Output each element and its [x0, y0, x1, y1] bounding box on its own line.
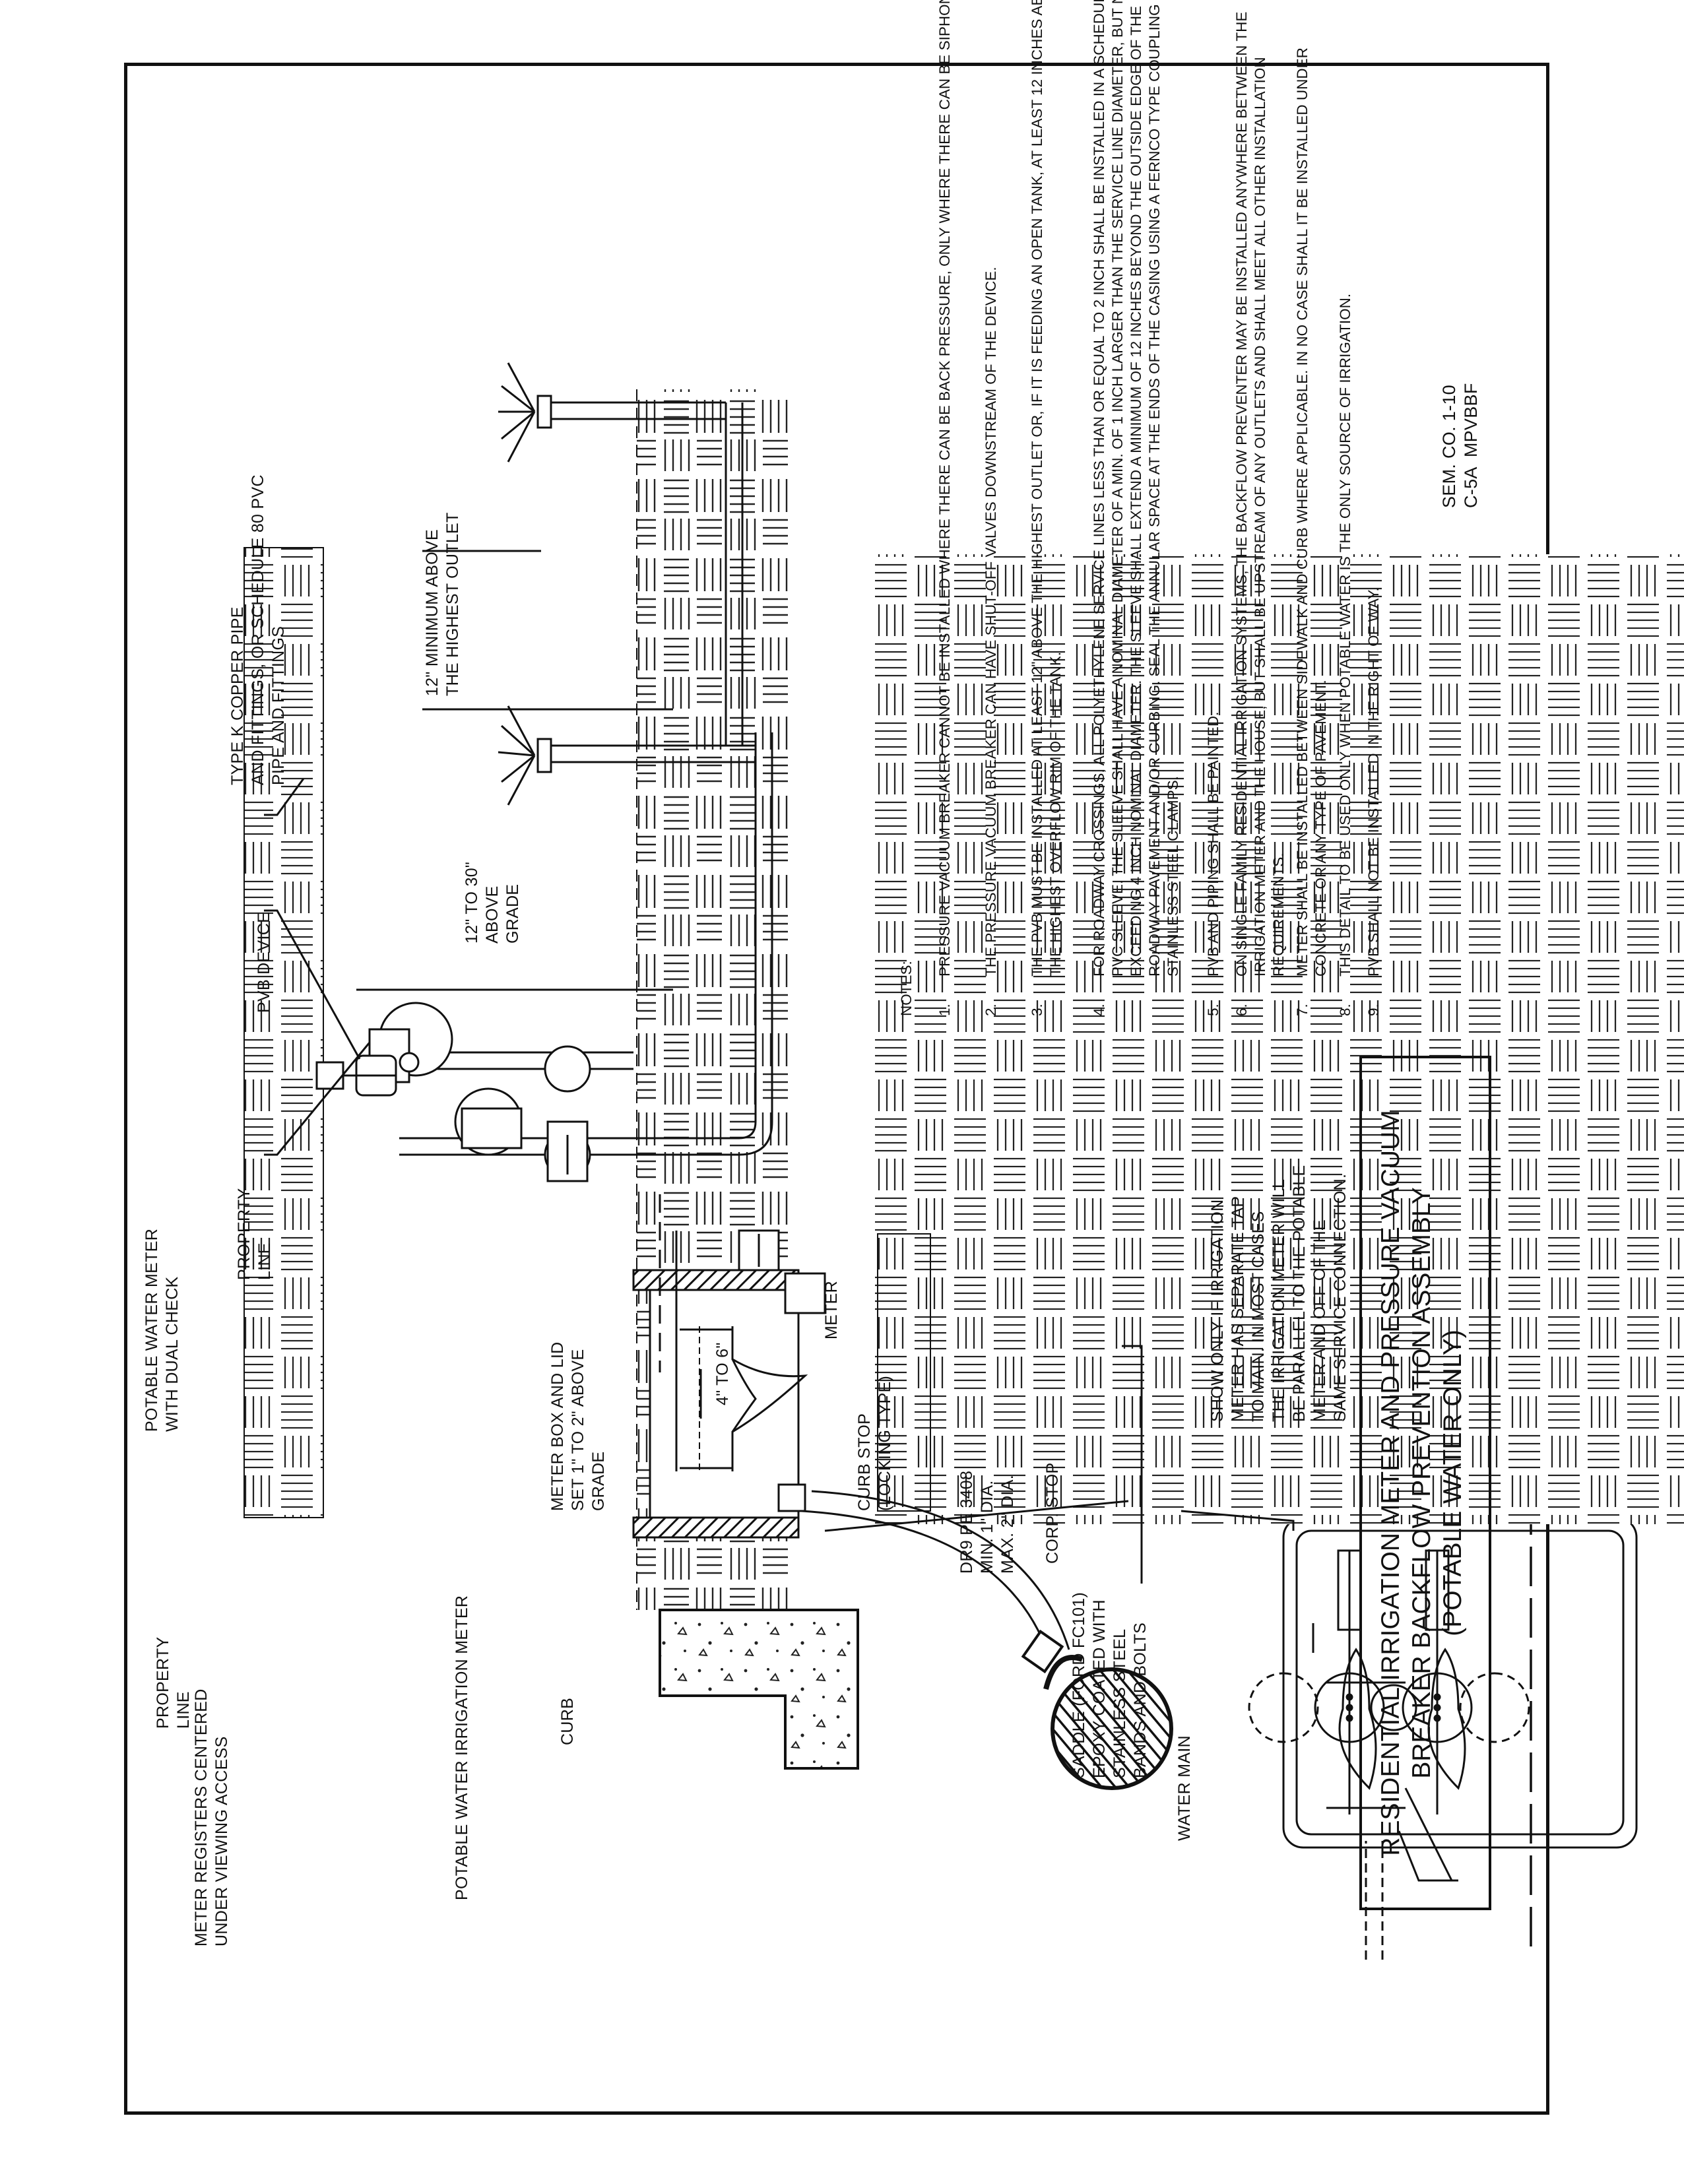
soil-strip — [243, 547, 324, 1518]
note-7-number: 7. — [1294, 1004, 1311, 1016]
sheet-id: SEM. CO. 1-10 C-5A MPVBBF — [1439, 383, 1481, 508]
drawing-title: RESIDENTIAL IRRIGATION METER AND PRESSUR… — [1376, 1110, 1467, 1856]
label-12-minimum: 12" MINIMUM ABOVE THE HIGHEST OUTLET — [423, 512, 462, 696]
note-2-number: 2. — [983, 1004, 999, 1016]
profile-view — [874, 554, 1684, 1524]
meter-box-section — [632, 1269, 826, 1539]
note-5-number: 5. — [1205, 1004, 1221, 1016]
pvb-device — [315, 1002, 591, 1182]
notes-heading: NOTES: — [898, 961, 915, 1016]
note-3-number: 3. — [1029, 1004, 1045, 1016]
note-1-text: PRESSURE VACUUM BREAKER CANNOT BE INSTAL… — [936, 0, 953, 977]
note-8-number: 8. — [1337, 1004, 1353, 1016]
label-property-line-mid: PROPERTY LINE — [235, 1188, 274, 1280]
title-block: RESIDENTIAL IRRIGATION METER AND PRESSUR… — [1359, 1056, 1491, 1910]
note-9-number: 9. — [1365, 1004, 1382, 1016]
label-12-to-30: 12" TO 30" ABOVE GRADE — [463, 861, 522, 944]
note-2-text: THE PRESSURE VACUUM BREAKER CAN HAVE SHU… — [983, 267, 999, 977]
label-pvb-device: PVB DEVICE — [255, 911, 273, 1013]
label-4-to-6: 4" TO 6" — [713, 1342, 732, 1405]
label-type-k-copper: TYPE K COPPER PIPE AND FITTINGS, OR SCHE… — [228, 474, 288, 785]
curb-concrete — [659, 1609, 859, 1770]
note-1-number: 1. — [936, 1004, 953, 1016]
label-saddle: SADDLE (FORD FC101) EPOXY COATED WITH ST… — [1070, 1591, 1150, 1778]
ground-band — [877, 1233, 931, 1512]
label-curb-stop: CURB STOP (LOCKING TYPE) — [855, 1375, 894, 1511]
dimension-lines — [356, 550, 678, 1471]
note-4-text: FOR ROADWAY CROSSINGS, ALL POLYETHYLENE … — [1091, 0, 1181, 977]
note-8-text: THIS DETAIL TO BE USED ONLY WHEN POTABLE… — [1337, 293, 1353, 977]
label-corp-stop: CORP. STOP — [1043, 1462, 1062, 1564]
note-6-text: ON SINGLE FAMILY RESIDENTIAL IRRIGATION … — [1233, 11, 1287, 977]
label-property-line-left: PROPERTY LINE — [154, 1636, 193, 1729]
note-9-text: PVB SHALL NOT BE INSTALLED IN THE RIGHT … — [1365, 587, 1382, 977]
label-meter-box: METER BOX AND LID SET 1" TO 2" ABOVE GRA… — [548, 1341, 608, 1511]
leader-lines — [264, 778, 1406, 1809]
label-meter-registers: METER REGISTERS CENTERED UNDER VIEWING A… — [192, 1688, 231, 1946]
label-water-main: WATER MAIN — [1175, 1735, 1194, 1841]
note-4-number: 4. — [1091, 1004, 1107, 1016]
label-show-only: SHOW ONLY IF IRRIGATION METER HAS SEPARA… — [1208, 1165, 1349, 1422]
note-3-text: THE PVB MUST BE INSTALLED AT LEAST 12" A… — [1029, 0, 1064, 977]
label-potable-meter-dual-check: POTABLE WATER METER WITH DUAL CHECK — [143, 1228, 181, 1432]
note-6-number: 6. — [1233, 1004, 1250, 1016]
label-meter: METER — [822, 1281, 841, 1339]
sprinkler-heads — [498, 362, 552, 806]
note-5-text: PVB AND PIPING SHALL BE PAINTED. — [1205, 711, 1221, 977]
note-7-text: METER SHALL BE INSTALLED BETWEEN SIDEWAL… — [1294, 48, 1329, 977]
label-potable-irrigation-meter: POTABLE WATER IRRIGATION METER — [453, 1595, 471, 1900]
label-curb: CURB — [558, 1697, 577, 1745]
service-line — [801, 1490, 1173, 1790]
label-dr9: DR9 PE 3408 MIN. 1" DIA. MAX. 2" DIA. — [957, 1470, 1017, 1574]
